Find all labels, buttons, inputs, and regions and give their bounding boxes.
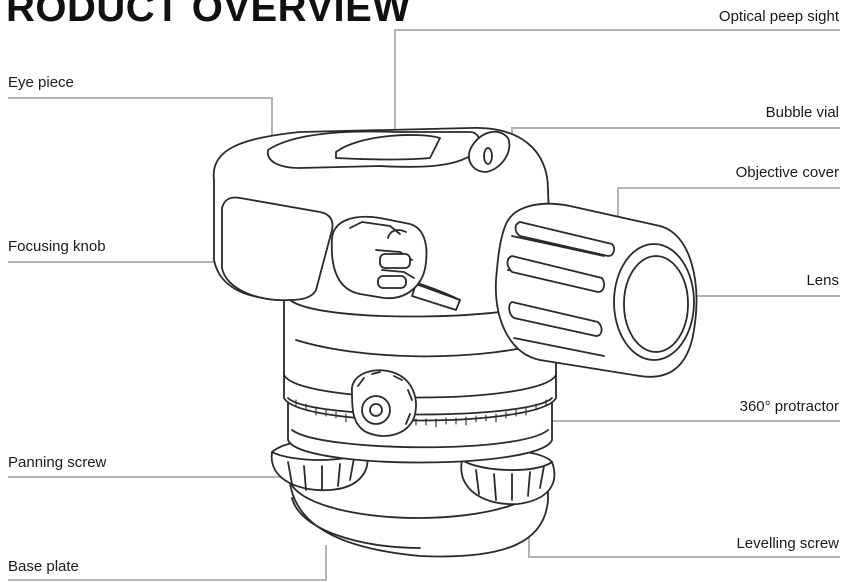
lens [613,243,695,361]
label-eye-piece: Eye piece [8,74,74,91]
label-optical-peep-sight: Optical peep sight [718,8,839,25]
label-lens: Lens [806,272,839,289]
leader-bubble-vial [511,127,840,148]
leader-base-plate [8,545,327,581]
label-base-plate: Base plate [8,558,79,575]
bubble-vial [468,130,511,173]
leader-optical-peep-sight [394,29,840,133]
label-panning-screw: Panning screw [8,454,107,471]
focusing-knob [330,215,428,299]
leader-objective-cover [617,187,840,228]
page-title: RODUCT OVERVIEW [6,0,411,30]
label-levelling-screw: Levelling screw [736,535,839,552]
label-bubble-vial: Bubble vial [765,104,839,121]
label-focusing-knob: Focusing knob [8,238,106,255]
body-housing [283,299,557,399]
panning-screw [351,369,417,437]
leader-eye-piece [8,97,273,145]
peep-sight-handle [267,130,481,169]
leader-levelling-screw [528,508,840,558]
label-protractor: 360° protractor [739,398,839,415]
label-objective-cover: Objective cover [735,164,839,181]
levelling-screw-right [460,449,556,506]
